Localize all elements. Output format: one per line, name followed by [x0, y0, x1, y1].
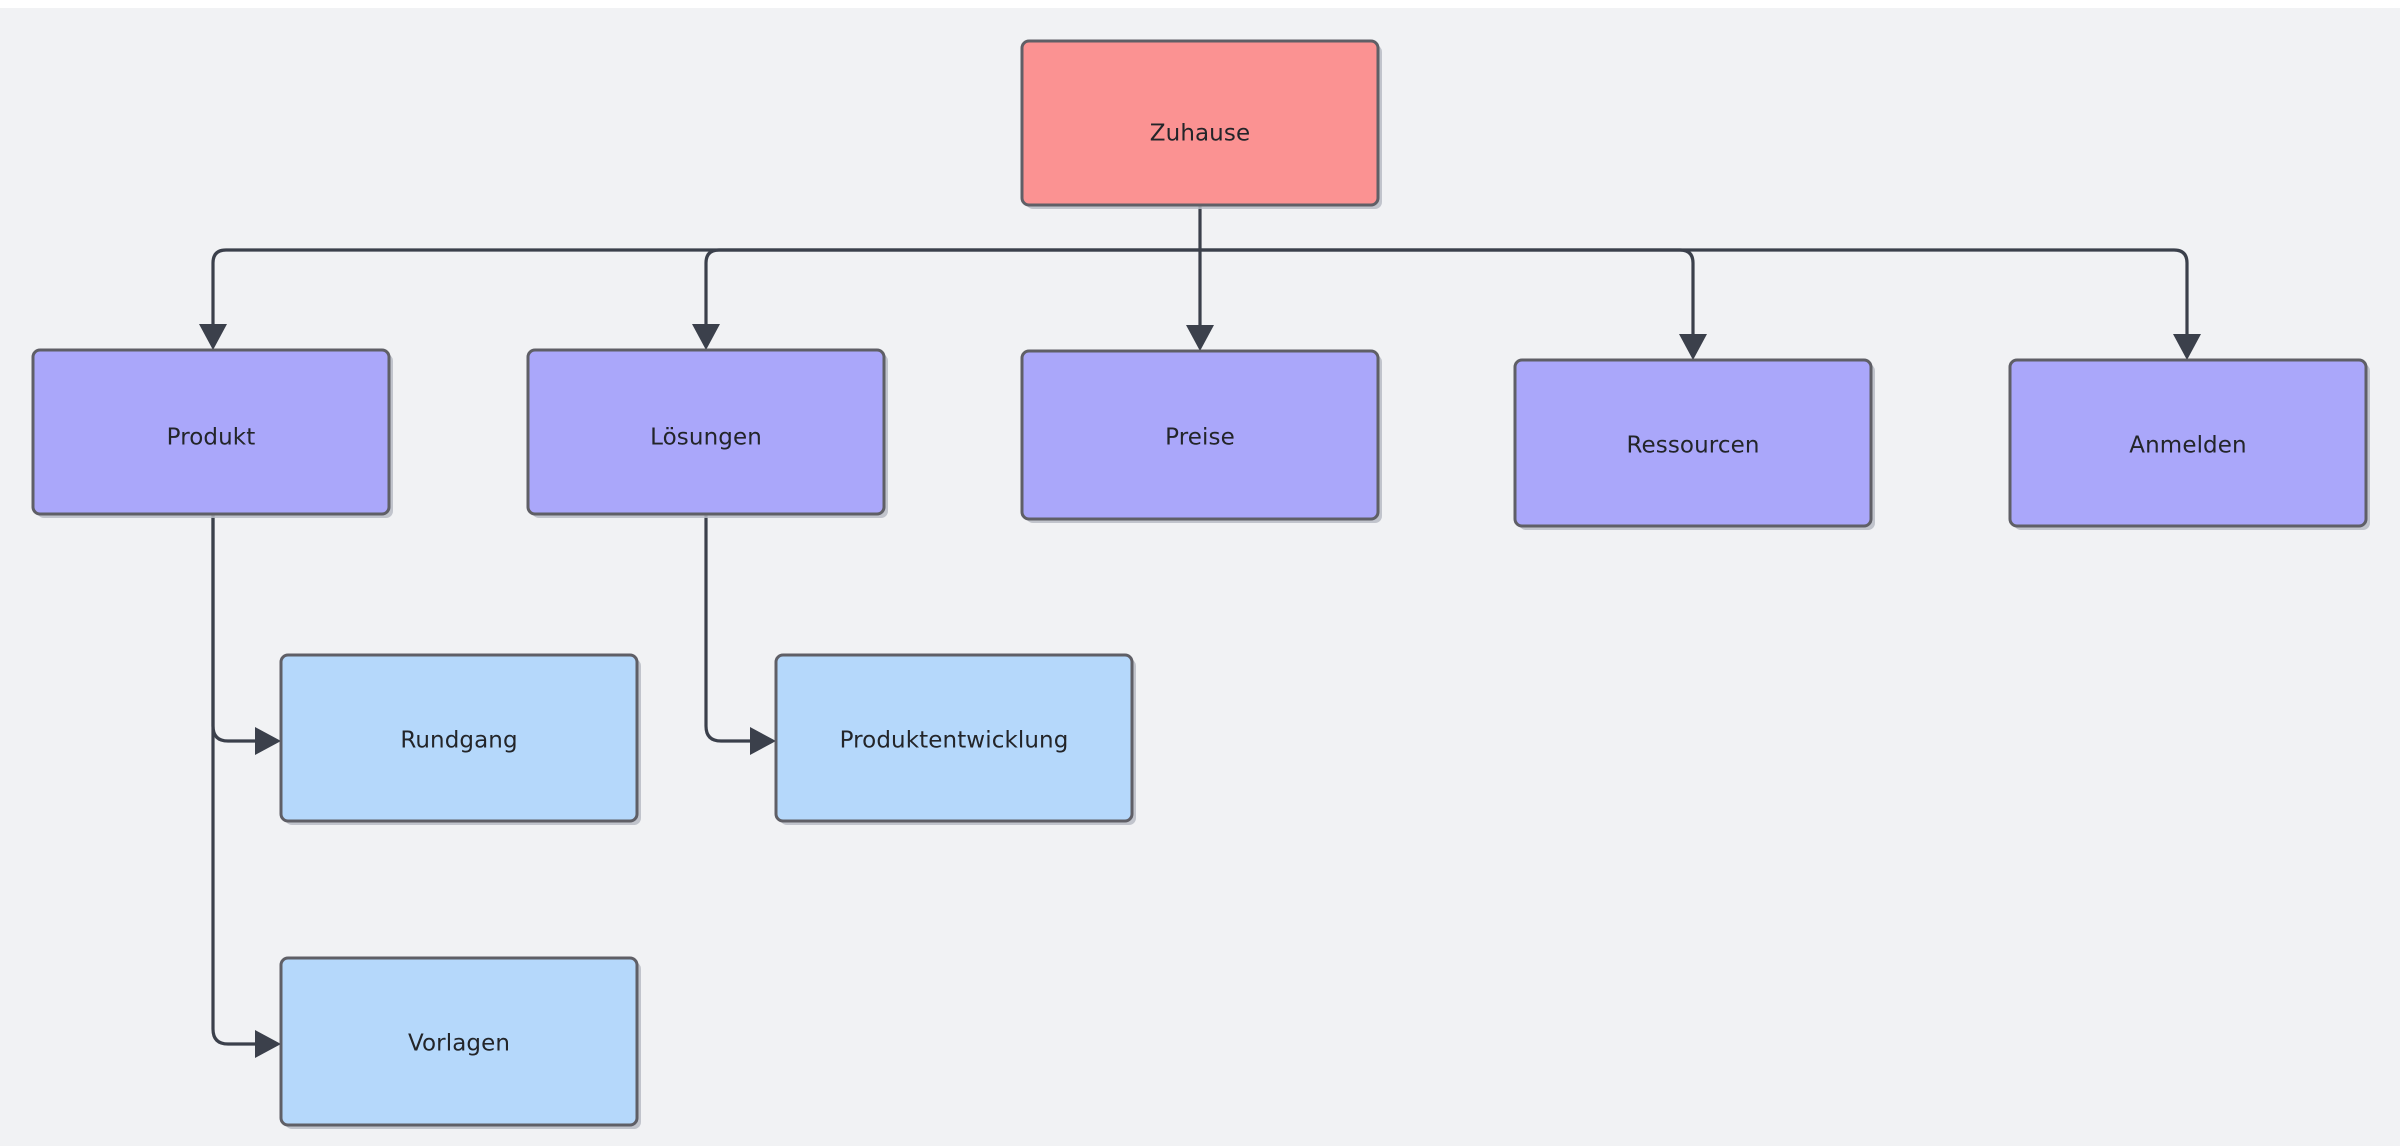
node-rundgang-label: Rundgang — [400, 728, 517, 754]
node-ressourcen-rect[interactable] — [1513, 358, 1873, 528]
node-preise[interactable]: Preise — [1020, 349, 1382, 523]
node-zuhause-label: Zuhause — [1150, 121, 1250, 147]
edge-zuhause-produkt — [211, 248, 1200, 330]
node-vorlagen[interactable]: Vorlagen — [279, 956, 641, 1129]
arrowhead-produkt — [199, 324, 227, 350]
edge-produkt-rundgang — [211, 514, 258, 743]
node-preise-label: Preise — [1165, 425, 1235, 451]
flowchart-canvas: Zuhause Produkt Lösungen Preise — [0, 8, 2400, 1146]
node-anmelden-label: Anmelden — [2129, 433, 2246, 459]
node-produkt[interactable]: Produkt — [31, 348, 393, 518]
node-zuhause[interactable]: Zuhause — [1020, 39, 1382, 209]
flowchart-svg: Zuhause Produkt Lösungen Preise — [31, 39, 2370, 1129]
node-loesungen-label: Lösungen — [650, 425, 762, 451]
edge-produkt-vorlagen — [211, 514, 258, 1046]
node-produktentwicklung-label: Produktentwicklung — [840, 728, 1069, 754]
arrowhead-rundgang — [255, 727, 281, 755]
edge-zuhause-loesungen — [704, 248, 1200, 330]
node-rundgang-rect[interactable] — [279, 653, 639, 823]
node-produkt-label: Produkt — [167, 425, 256, 451]
node-vorlagen-label: Vorlagen — [408, 1031, 510, 1057]
node-zuhause-rect[interactable] — [1020, 39, 1380, 207]
arrowhead-ressourcen — [1679, 334, 1707, 360]
node-produkt-rect[interactable] — [31, 348, 391, 516]
edge-loesungen-produktentwicklung — [704, 514, 753, 743]
node-vorlagen-rect[interactable] — [279, 956, 639, 1127]
node-produktentwicklung[interactable]: Produktentwicklung — [774, 653, 1136, 825]
arrowhead-produktentwicklung — [750, 727, 776, 755]
node-preise-rect[interactable] — [1020, 349, 1380, 521]
node-rundgang[interactable]: Rundgang — [279, 653, 641, 825]
node-produktentwicklung-rect[interactable] — [774, 653, 1134, 823]
edge-layer — [199, 205, 2201, 1058]
node-ressourcen-label: Ressourcen — [1626, 433, 1759, 459]
edge-zuhause-anmelden — [1200, 248, 2189, 340]
node-anmelden-rect[interactable] — [2008, 358, 2368, 528]
arrowhead-loesungen — [692, 324, 720, 350]
arrowhead-anmelden — [2173, 334, 2201, 360]
node-layer: Zuhause Produkt Lösungen Preise — [31, 39, 2370, 1129]
node-anmelden[interactable]: Anmelden — [2008, 358, 2370, 530]
arrowhead-vorlagen — [255, 1030, 281, 1058]
node-loesungen-rect[interactable] — [526, 348, 886, 516]
node-ressourcen[interactable]: Ressourcen — [1513, 358, 1875, 530]
node-loesungen[interactable]: Lösungen — [526, 348, 888, 518]
arrowhead-preise — [1186, 325, 1214, 351]
edge-zuhause-ressourcen — [1200, 248, 1695, 340]
